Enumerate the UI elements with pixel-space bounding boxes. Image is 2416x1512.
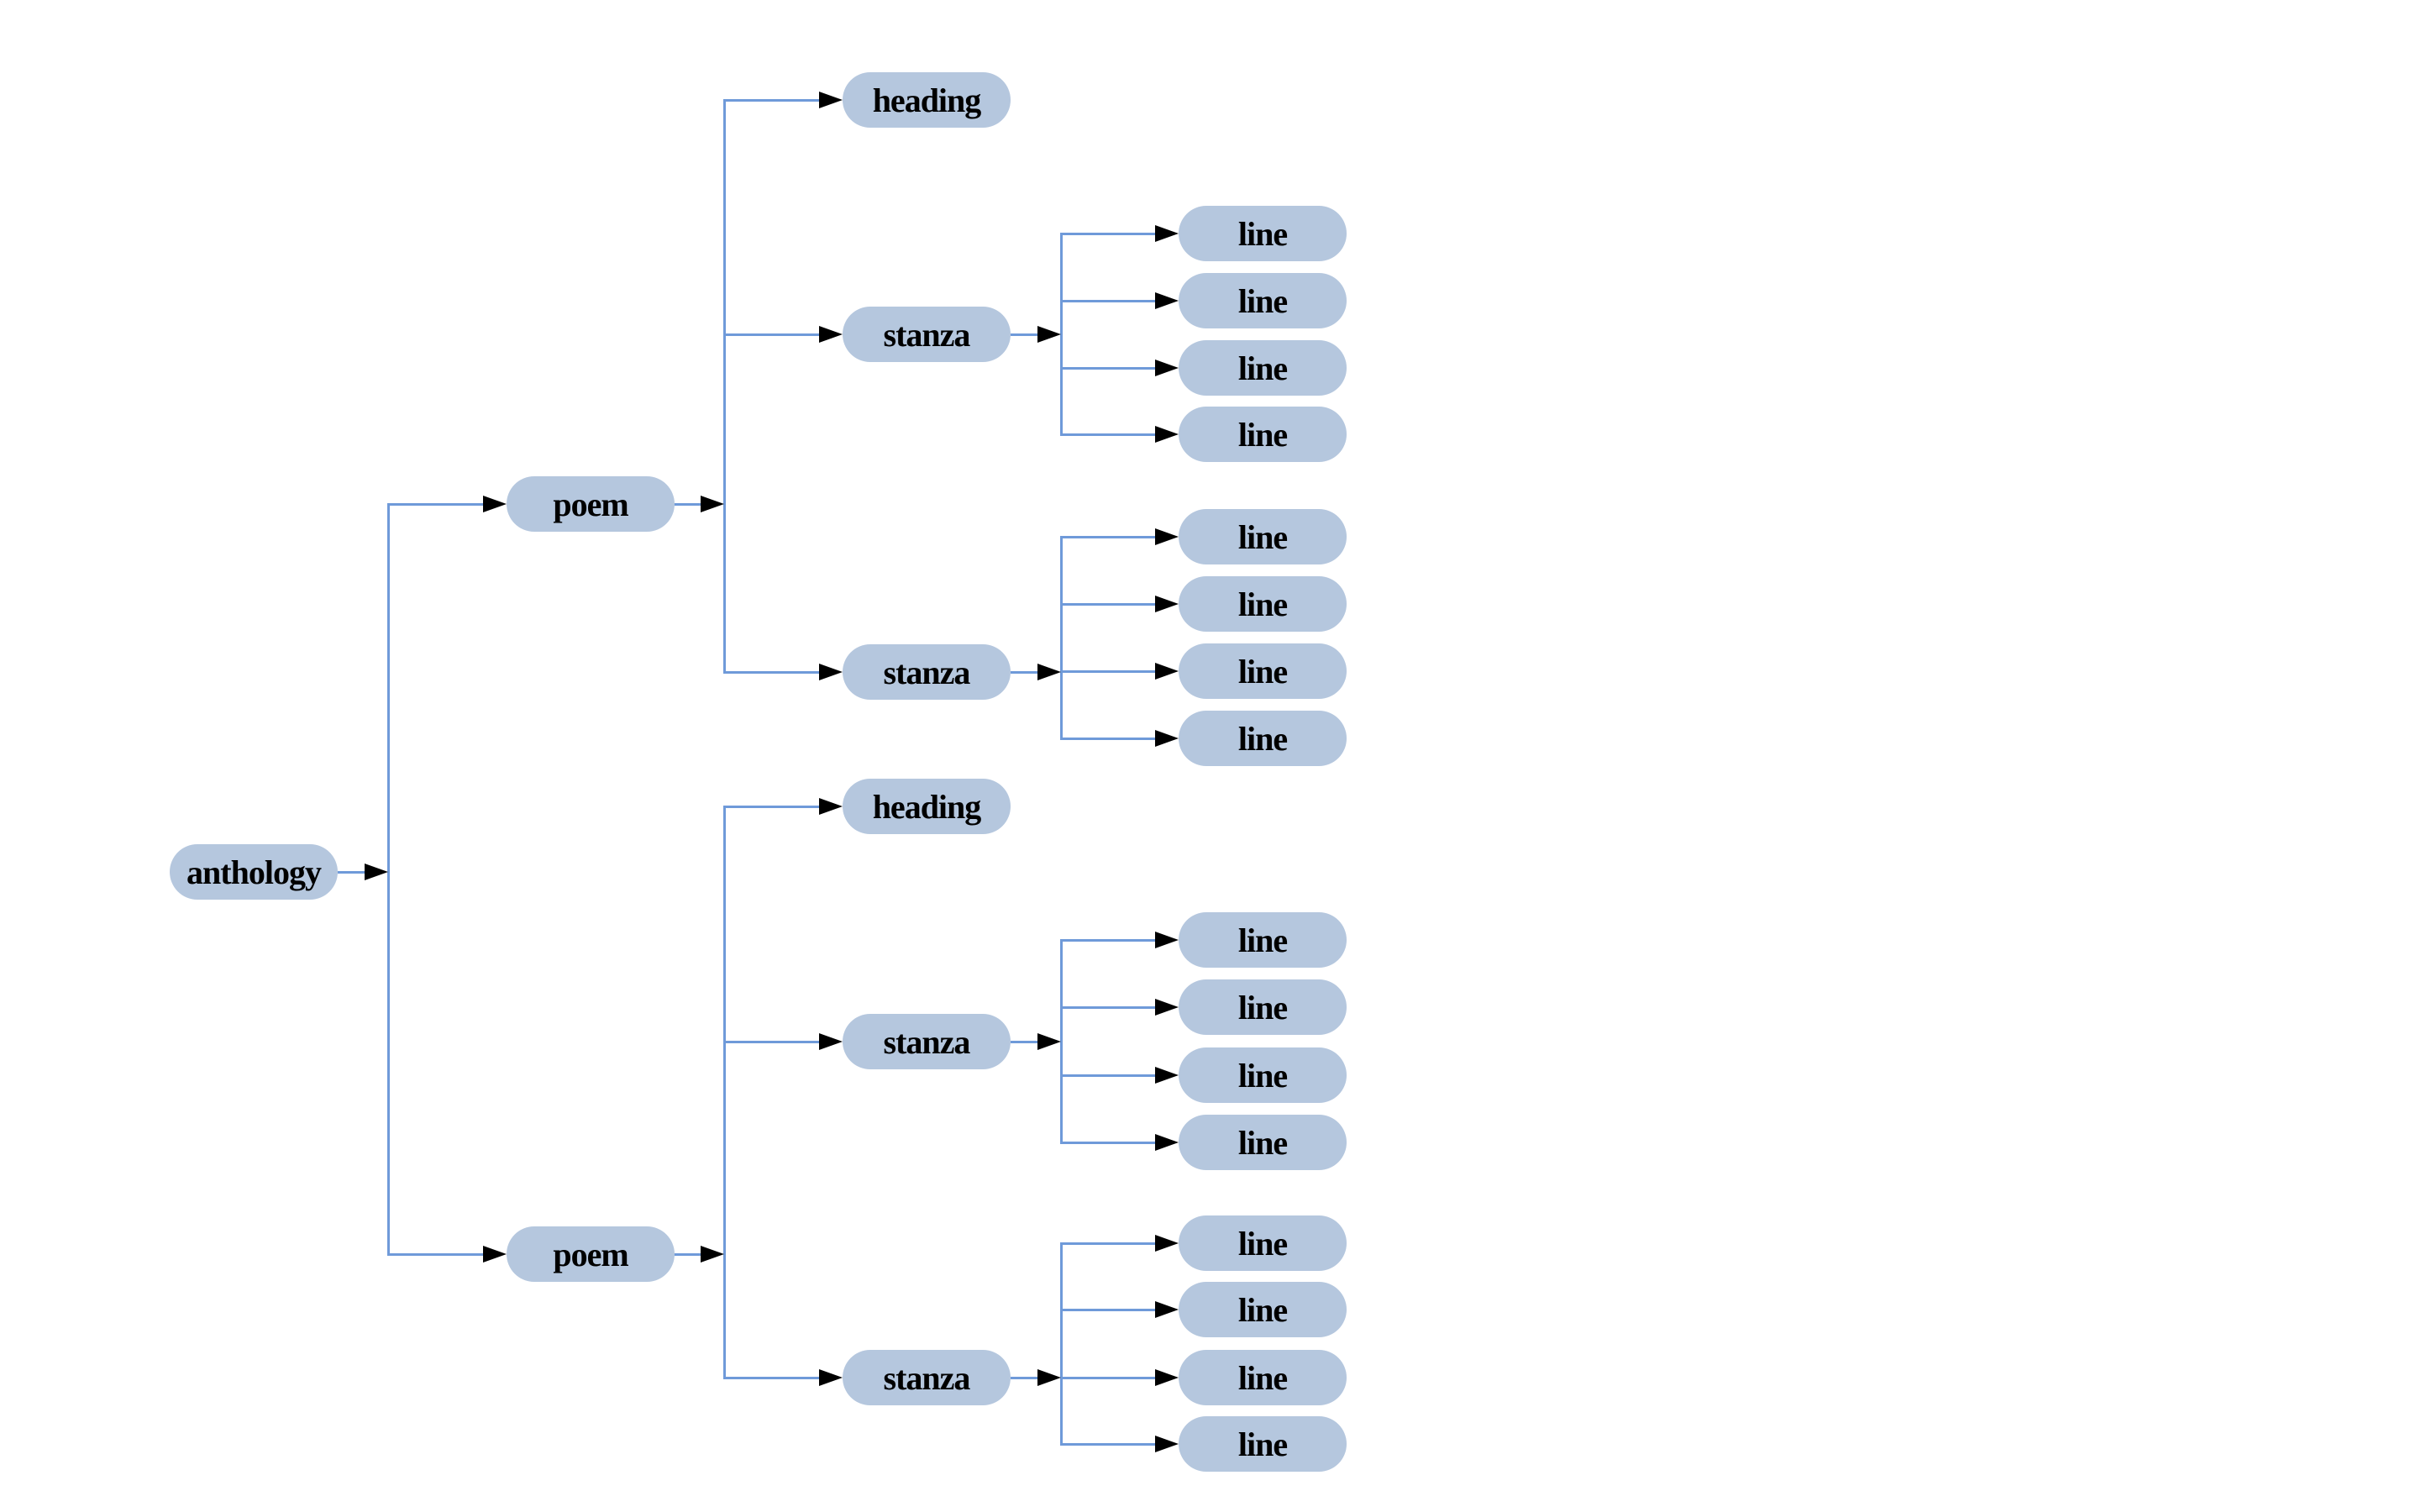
edge-line	[1061, 737, 1157, 740]
node-line-16: line	[1179, 1416, 1347, 1472]
edge-line	[1061, 938, 1157, 942]
edge-line	[1061, 232, 1157, 235]
edge-arrowhead	[701, 1246, 724, 1263]
edge-arrowhead	[483, 1246, 507, 1263]
edge-line	[724, 98, 821, 102]
node-heading-1: heading	[843, 72, 1011, 128]
edge-rail	[1059, 1242, 1063, 1446]
edge-arrowhead	[1155, 1067, 1179, 1084]
edge-line	[1061, 1005, 1157, 1009]
edge-rail	[1059, 232, 1063, 436]
edge-arrowhead	[701, 496, 724, 512]
edge-line	[1061, 602, 1157, 606]
edge-line	[388, 1252, 485, 1256]
node-stanza-2: stanza	[843, 644, 1011, 700]
node-line-10: line	[1179, 979, 1347, 1035]
edge-line	[1061, 299, 1157, 302]
edge-arrowhead	[1155, 1134, 1179, 1151]
edge-line	[724, 670, 821, 674]
edge-arrowhead	[1155, 1369, 1179, 1386]
edge-arrowhead	[1155, 1436, 1179, 1452]
edge-line	[724, 805, 821, 808]
edge-arrowhead	[1155, 360, 1179, 376]
edge-line	[1061, 1242, 1157, 1245]
edge-line	[1011, 1040, 1039, 1043]
edge-line	[1061, 669, 1157, 673]
node-poem-2: poem	[507, 1226, 675, 1282]
edge-arrowhead	[1037, 1033, 1061, 1050]
edge-arrowhead	[483, 496, 507, 512]
edge-line	[1061, 1442, 1157, 1446]
edge-arrowhead	[1155, 225, 1179, 242]
node-stanza-4: stanza	[843, 1350, 1011, 1405]
edge-line	[674, 502, 702, 506]
node-poem-1: poem	[507, 476, 675, 532]
edge-arrowhead	[1155, 292, 1179, 309]
node-line-4: line	[1179, 407, 1347, 462]
edge-arrowhead	[1155, 1301, 1179, 1318]
edge-arrowhead	[365, 864, 388, 880]
edge-line	[1061, 366, 1157, 370]
node-line-12: line	[1179, 1115, 1347, 1170]
node-line-8: line	[1179, 711, 1347, 766]
node-line-14: line	[1179, 1282, 1347, 1337]
edge-arrowhead	[1155, 528, 1179, 545]
edge-arrowhead	[819, 1033, 843, 1050]
edge-arrowhead	[1155, 999, 1179, 1016]
edge-line	[674, 1252, 702, 1256]
edge-line	[1061, 1141, 1157, 1144]
edge-arrowhead	[819, 798, 843, 815]
edge-arrowhead	[1155, 1235, 1179, 1252]
node-line-1: line	[1179, 206, 1347, 261]
node-line-9: line	[1179, 912, 1347, 968]
node-stanza-3: stanza	[843, 1014, 1011, 1069]
edge-arrowhead	[1037, 664, 1061, 680]
edge-line	[338, 870, 366, 874]
edge-arrowhead	[1155, 730, 1179, 747]
node-line-7: line	[1179, 643, 1347, 699]
edge-arrowhead	[1037, 1369, 1061, 1386]
edge-line	[1061, 1376, 1157, 1379]
node-line-6: line	[1179, 576, 1347, 632]
edge-rail	[722, 805, 726, 1379]
edge-line	[1061, 1074, 1157, 1077]
edge-rail	[1059, 938, 1063, 1144]
edge-line	[1061, 535, 1157, 538]
edge-line	[1011, 670, 1039, 674]
edge-rail	[1059, 535, 1063, 740]
node-line-13: line	[1179, 1215, 1347, 1271]
edge-arrowhead	[1155, 932, 1179, 948]
edge-arrowhead	[819, 326, 843, 343]
node-line-2: line	[1179, 273, 1347, 328]
edge-line	[1011, 333, 1039, 336]
edge-arrowhead	[819, 1369, 843, 1386]
node-line-3: line	[1179, 340, 1347, 396]
edge-line	[1061, 1308, 1157, 1311]
node-anthology: anthology	[170, 844, 338, 900]
edge-line	[1061, 433, 1157, 436]
edge-line	[724, 1376, 821, 1379]
edge-line	[724, 1040, 821, 1043]
node-line-5: line	[1179, 509, 1347, 564]
edge-line	[388, 502, 485, 506]
edge-line	[724, 333, 821, 336]
node-stanza-1: stanza	[843, 307, 1011, 362]
node-line-11: line	[1179, 1047, 1347, 1103]
edge-arrowhead	[1155, 426, 1179, 443]
edge-arrowhead	[1037, 326, 1061, 343]
edge-arrowhead	[1155, 663, 1179, 680]
edge-rail	[386, 502, 390, 1256]
edge-arrowhead	[819, 92, 843, 108]
edge-arrowhead	[1155, 596, 1179, 612]
node-heading-2: heading	[843, 779, 1011, 834]
edge-arrowhead	[819, 664, 843, 680]
edge-rail	[722, 98, 726, 674]
node-line-15: line	[1179, 1350, 1347, 1405]
edge-line	[1011, 1376, 1039, 1379]
